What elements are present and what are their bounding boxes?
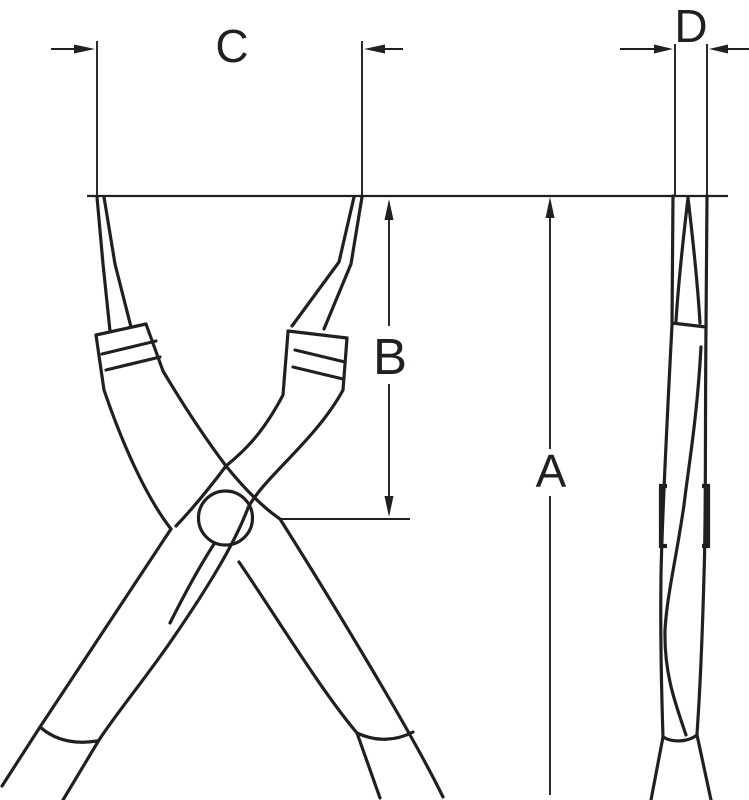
dimension-d: D [620, 0, 749, 54]
pivot-circle [196, 489, 255, 547]
side-twist-line [663, 345, 703, 737]
left-jaw-outer-edge [95, 195, 112, 333]
side-grip-left-edge [649, 735, 665, 800]
side-head-step-line [670, 321, 708, 329]
left-boss-top-edge [94, 322, 148, 337]
left-jaw-inner-edge [102, 195, 133, 329]
right-handle-grip-line [355, 730, 415, 741]
right-jaw-outer-edge [322, 195, 364, 331]
left-handle-grip-line [38, 725, 99, 744]
side-pivot-tab-left [658, 483, 667, 549]
right-boss-hatch-2 [291, 365, 345, 381]
b-arrowhead-down [384, 496, 394, 517]
dimension-a: A [536, 197, 567, 795]
right-handle-inner-edge [237, 560, 382, 800]
dimension-c: C [51, 20, 403, 72]
side-tip-right-edge [686, 196, 702, 325]
under-pivot-edge [168, 542, 216, 625]
side-tip-left-edge [674, 196, 690, 323]
right-arm-inner-edge [174, 330, 290, 528]
side-head-left-edge [670, 194, 675, 325]
left-boss-hatch-2 [104, 355, 162, 372]
dimension-label-a: A [536, 445, 567, 497]
side-grip-line [661, 733, 699, 743]
dimension-b: B [373, 199, 407, 517]
c-arrowhead-right [364, 44, 385, 54]
left-arm-outer-edge [94, 333, 173, 531]
side-pivot-tab-right [702, 483, 711, 549]
right-jaw-inner-edge [290, 195, 356, 328]
right-boss-hatch-1 [293, 348, 347, 364]
dimension-label-c: C [215, 20, 248, 72]
pliers-front-view [0, 195, 445, 800]
left-handle-outer-edge [0, 527, 173, 788]
reference-lines [87, 41, 728, 520]
dimension-label-b: B [373, 328, 407, 385]
left-boss-hatch-1 [100, 339, 158, 356]
dimension-label-d: D [674, 0, 707, 52]
a-arrowhead-up [545, 197, 555, 218]
c-arrowhead-left [74, 44, 95, 54]
side-body-left-edge [659, 323, 674, 739]
d-arrowhead-right [709, 44, 728, 54]
right-boss-top-edge [286, 329, 349, 340]
left-handle-grip-inner-edge [61, 738, 101, 800]
d-arrowhead-left [654, 44, 673, 54]
b-arrowhead-up [384, 199, 394, 220]
pliers-side-view [649, 194, 713, 800]
side-head-right-edge [704, 194, 709, 329]
side-grip-right-edge [695, 733, 713, 800]
right-arm-outer-to-left-handle [97, 336, 349, 742]
left-arm-inner-to-right-handle [144, 322, 445, 799]
side-body-right-edge [695, 325, 708, 736]
